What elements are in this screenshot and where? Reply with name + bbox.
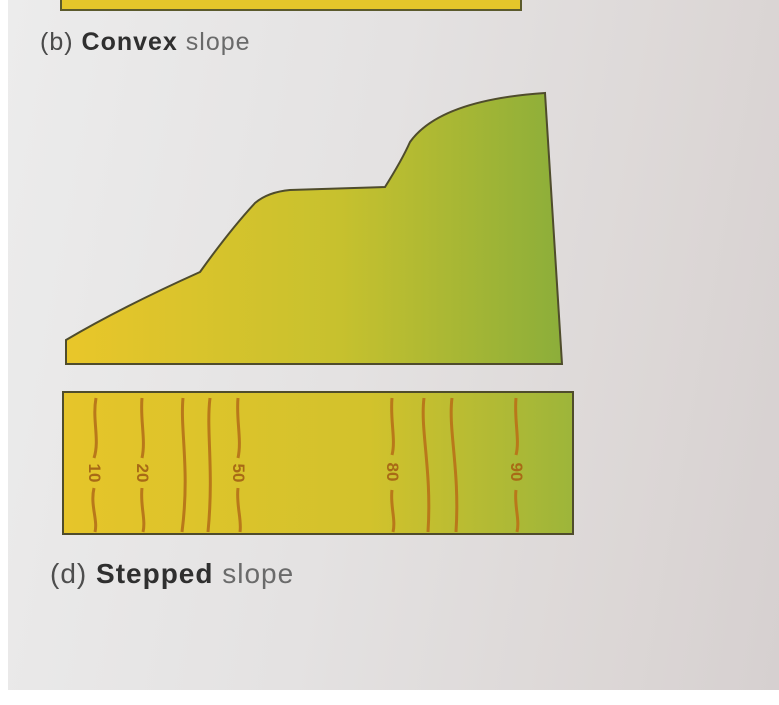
- caption-convex: (b) Convex slope: [40, 28, 251, 57]
- contour-label-80: 80: [383, 463, 402, 482]
- contour-line-7: [421, 397, 431, 533]
- contour-line-50: [236, 397, 242, 533]
- caption-convex-suffix: slope: [185, 28, 251, 56]
- contour-map: [62, 391, 574, 535]
- photo-bottom-edge: [0, 690, 779, 705]
- caption-convex-bold: Convex: [81, 28, 178, 56]
- contour-label-90: 90: [507, 463, 526, 482]
- caption-stepped: (d) Stepped slope: [50, 558, 294, 590]
- contour-line-8: [449, 397, 459, 533]
- contour-line-90: [514, 397, 520, 533]
- contour-line-80: [390, 397, 396, 533]
- contour-line-4: [206, 397, 212, 533]
- caption-convex-prefix: (b): [40, 28, 74, 56]
- contour-lines: [91, 397, 520, 533]
- caption-stepped-suffix: slope: [222, 558, 295, 589]
- contour-label-10: 10: [85, 464, 104, 483]
- contour-line-20: [140, 397, 146, 533]
- contour-line-10: [91, 397, 98, 533]
- contour-line-3: [180, 397, 187, 533]
- caption-stepped-prefix: (d): [50, 558, 88, 589]
- contour-label-20: 20: [133, 464, 152, 483]
- top-map-strip-edge: [60, 0, 522, 11]
- caption-stepped-bold: Stepped: [96, 558, 214, 589]
- slope-profile: [65, 91, 564, 365]
- photo-left-edge: [0, 0, 8, 705]
- contour-label-50: 50: [229, 464, 248, 483]
